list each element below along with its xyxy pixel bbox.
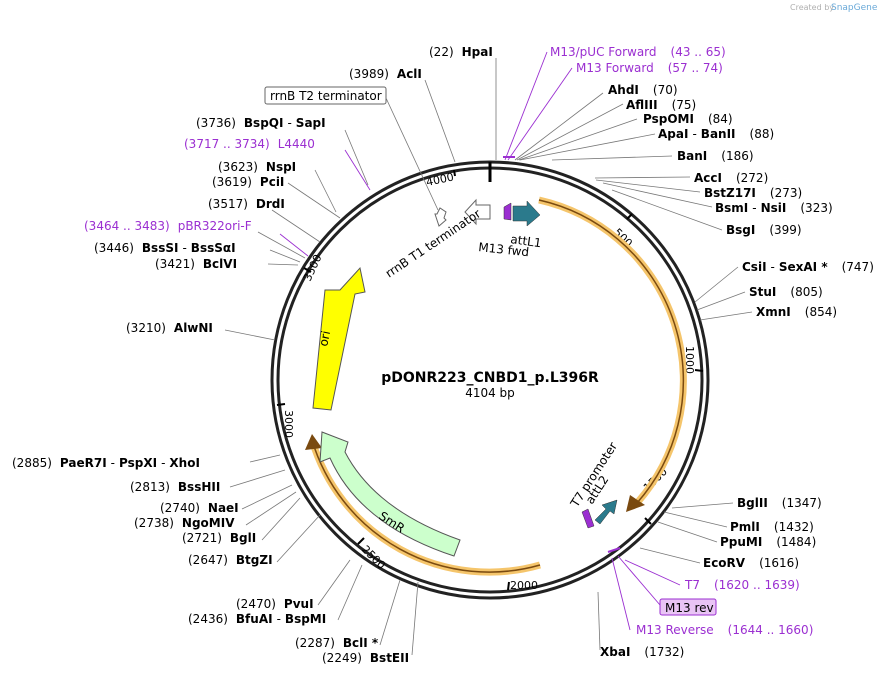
svg-text:(2647)BtgZI: (2647)BtgZI xyxy=(188,553,273,567)
plasmid-name: pDONR223_CNBD1_p.L396R xyxy=(381,370,599,386)
left-primer-leaders xyxy=(279,149,371,257)
svg-text:(2249)BstEII: (2249)BstEII xyxy=(322,651,409,665)
right-leader-lines xyxy=(514,92,753,651)
svg-text:(2436)BfuAI-BspMI: (2436)BfuAI-BspMI xyxy=(188,612,326,626)
rrnb-t1-feature xyxy=(464,198,491,226)
rrnb-t2-label-box xyxy=(264,86,387,105)
svg-text:BsmI-NsiI(323): BsmI-NsiI(323) xyxy=(715,201,833,215)
m13-rev-label: M13 rev xyxy=(665,601,714,615)
right-enzyme-labels: M13/pUC Forward(43 .. 65) M13 Forward(57… xyxy=(550,45,874,659)
svg-text:(2740)NaeI: (2740)NaeI xyxy=(160,501,239,515)
smr-feature xyxy=(319,431,461,557)
svg-text:(3619)PciI: (3619)PciI xyxy=(212,175,284,189)
snapgene-logo: SnapGene xyxy=(831,3,878,13)
svg-text:T7(1620 .. 1639): T7(1620 .. 1639) xyxy=(684,578,800,592)
svg-text:CsiI-SexAI *(747): CsiI-SexAI *(747) xyxy=(742,260,874,274)
smr-cds-arc xyxy=(311,439,541,573)
tick-3000: 3000 xyxy=(282,410,295,438)
svg-text:PspOMI(84): PspOMI(84) xyxy=(643,112,733,126)
plasmid-length: 4104 bp xyxy=(465,386,515,400)
right-primer-leaders xyxy=(504,51,681,631)
svg-text:(2287)BclI *: (2287)BclI * xyxy=(295,636,379,650)
svg-text:BanI(186): BanI(186) xyxy=(677,149,754,163)
svg-text:AccI(272): AccI(272) xyxy=(694,171,768,185)
svg-text:M13 Reverse(1644 .. 1660): M13 Reverse(1644 .. 1660) xyxy=(636,623,813,637)
svg-text:M13 Forward(57 .. 74): M13 Forward(57 .. 74) xyxy=(576,61,723,75)
svg-text:(3623)NspI: (3623)NspI xyxy=(218,160,296,174)
tick-2000: 2000 xyxy=(510,579,538,592)
svg-text:(2721)BglI: (2721)BglI xyxy=(182,531,256,545)
svg-text:(3421)BclVI: (3421)BclVI xyxy=(155,257,237,271)
credit-prefix: Created by xyxy=(790,3,834,12)
svg-text:XbaI(1732): XbaI(1732) xyxy=(600,645,684,659)
attl1-label: attL1 xyxy=(510,232,543,250)
rrnb-t2-feature xyxy=(434,207,447,227)
left-enzyme-labels: (22)HpaI (3989)AclI (3736)BspQI-SapI (37… xyxy=(12,45,493,665)
svg-text:XmnI(854): XmnI(854) xyxy=(756,305,837,319)
svg-text:AflIII(75): AflIII(75) xyxy=(626,98,696,112)
rrnb-t2-label: rrnB T2 terminator xyxy=(270,89,382,103)
attl1-feature xyxy=(512,200,541,227)
attl2-feature xyxy=(594,499,618,525)
rrnb-t2-leader xyxy=(385,97,439,211)
smr-cds-arrowhead xyxy=(305,434,322,450)
t7-promoter-feature xyxy=(581,508,595,529)
svg-text:(2885)PaeR7I-PspXI-XhoI: (2885)PaeR7I-PspXI-XhoI xyxy=(12,456,200,470)
svg-text:(3717 .. 3734)L4440: (3717 .. 3734)L4440 xyxy=(184,137,315,151)
svg-text:StuI(805): StuI(805) xyxy=(749,285,823,299)
svg-text:(3464 .. 3483)pBR322ori-F: (3464 .. 3483)pBR322ori-F xyxy=(84,219,252,233)
rrnb-t1-label: rrnB T1 terminator xyxy=(383,206,483,280)
svg-text:AhdI(70): AhdI(70) xyxy=(608,83,678,97)
m13-rev-label-box xyxy=(659,598,717,616)
m13-fwd-primer xyxy=(503,202,512,221)
insert-arc xyxy=(538,199,685,504)
svg-text:(22)HpaI: (22)HpaI xyxy=(429,45,493,59)
svg-text:(2813)BssHII: (2813)BssHII xyxy=(130,480,220,494)
svg-text:(3736)BspQI-SapI: (3736)BspQI-SapI xyxy=(196,116,326,130)
m13-fwd-label: M13 fwd xyxy=(478,240,530,259)
svg-text:PpuMI(1484): PpuMI(1484) xyxy=(720,535,816,549)
ori-label: ori xyxy=(316,329,333,347)
tick-marks xyxy=(276,169,704,591)
svg-text:ApaI-BanII(88): ApaI-BanII(88) xyxy=(658,127,774,141)
svg-text:EcoRV(1616): EcoRV(1616) xyxy=(703,556,799,570)
svg-text:(3517)DrdI: (3517)DrdI xyxy=(208,197,285,211)
m13-reverse-site xyxy=(607,547,621,553)
svg-text:(3210)AlwNI: (3210)AlwNI xyxy=(126,321,213,335)
svg-text:(2470)PvuI: (2470)PvuI xyxy=(236,597,314,611)
svg-text:BsgI(399): BsgI(399) xyxy=(726,223,802,237)
tick-4000: 4000 xyxy=(425,170,455,189)
svg-text:(3446)BssSI-BssSαI: (3446)BssSI-BssSαI xyxy=(94,241,236,255)
ori-feature xyxy=(312,266,366,411)
svg-text:(2738)NgoMIV: (2738)NgoMIV xyxy=(134,516,235,530)
svg-text:BglII(1347): BglII(1347) xyxy=(737,496,822,510)
left-leader-lines xyxy=(224,58,497,656)
svg-text:PmlI(1432): PmlI(1432) xyxy=(730,520,814,534)
insert-arrowhead xyxy=(626,495,645,512)
svg-text:M13/pUC Forward(43 .. 65): M13/pUC Forward(43 .. 65) xyxy=(550,45,726,59)
svg-text:BstZ17I(273): BstZ17I(273) xyxy=(704,186,802,200)
svg-text:(3989)AclI: (3989)AclI xyxy=(349,67,422,81)
